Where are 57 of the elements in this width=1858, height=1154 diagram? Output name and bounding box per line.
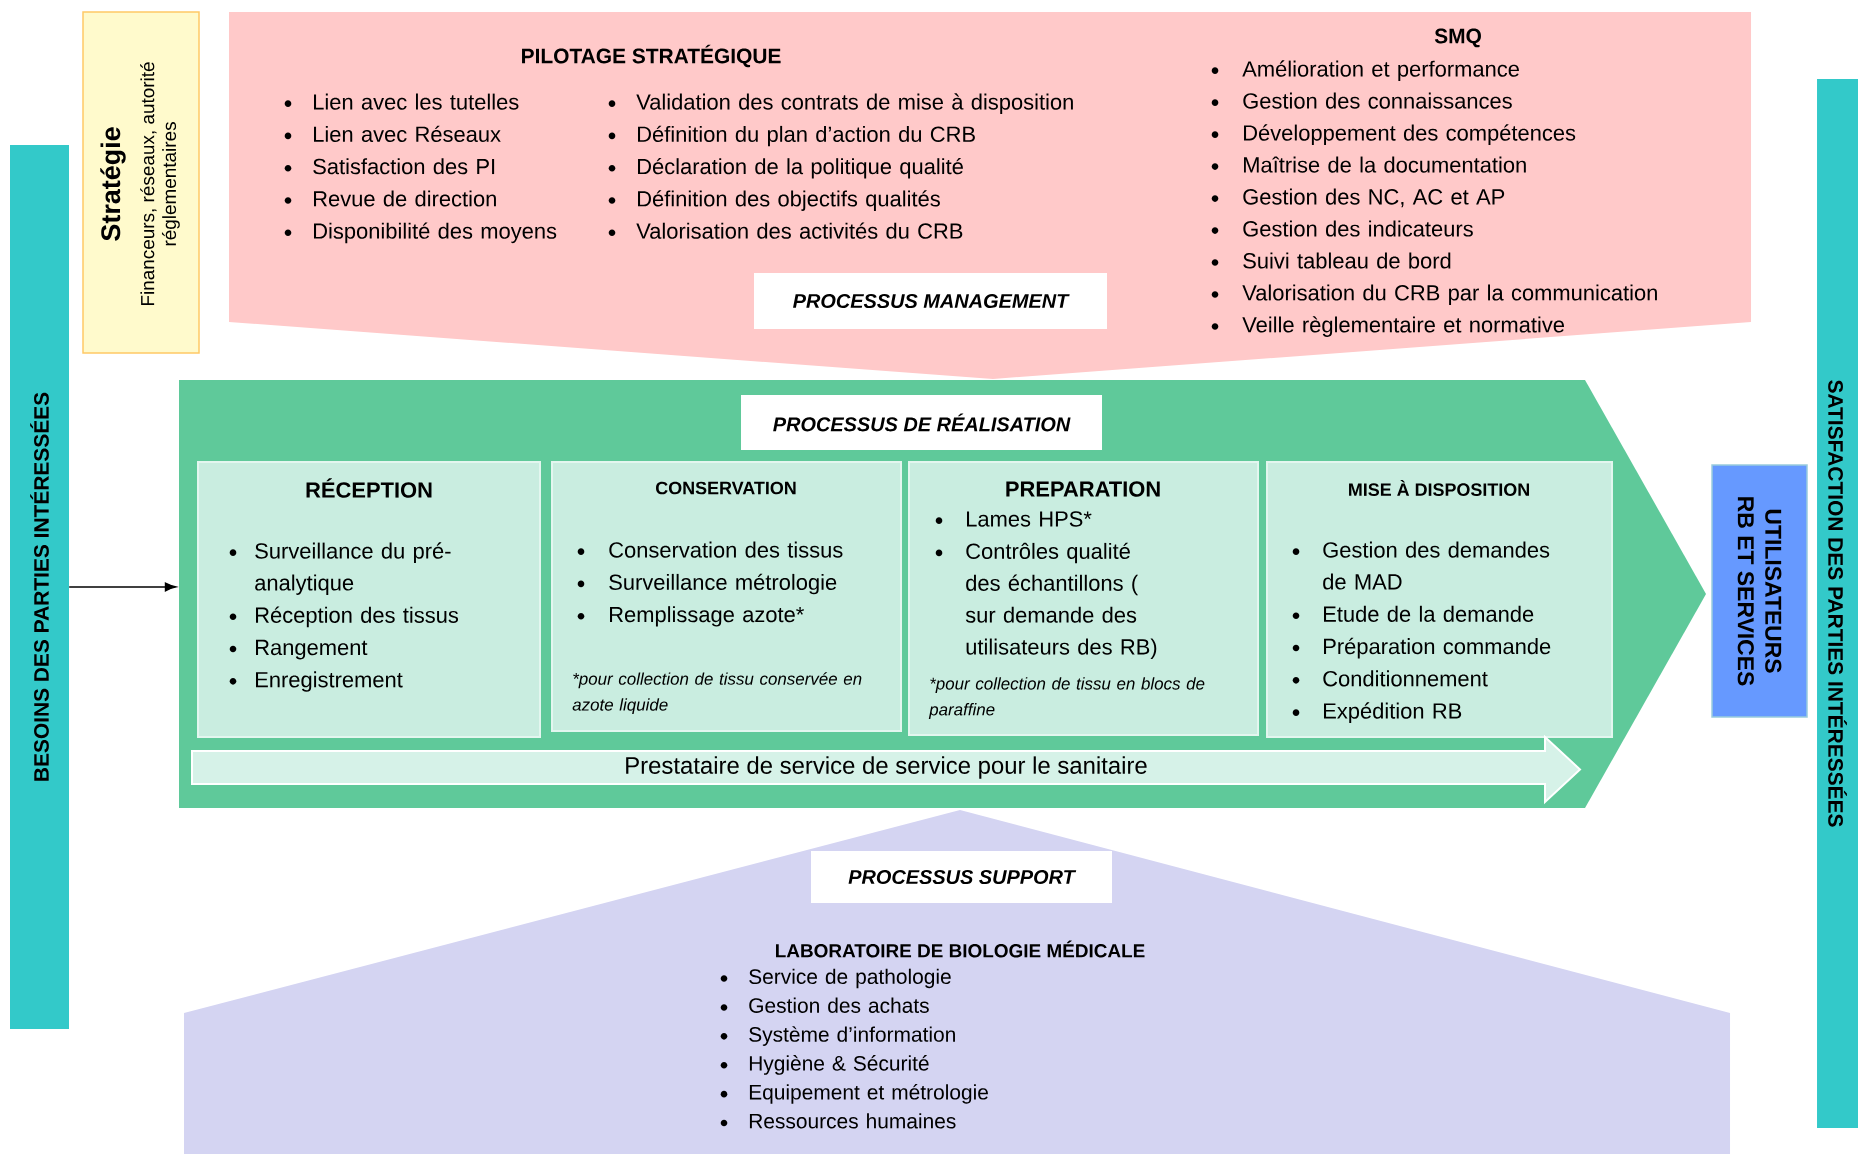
heading: PREPARATION <box>1006 481 1160 497</box>
list-item: Gestion des NC, AC et AP <box>1243 188 1505 208</box>
heading: CONSERVATION <box>656 481 796 495</box>
title-box: PROCESSUS MANAGEMENT <box>754 273 1107 329</box>
list-item: Amélioration et performance <box>1242 60 1519 82</box>
arrow <box>68 582 177 592</box>
list-item: Développement des compétences <box>1244 124 1576 145</box>
list-item: Valorisation du CRB par la communication <box>1242 284 1657 305</box>
subtitle: Financeurs, réseaux, autorité réglementaires <box>140 62 180 305</box>
list-item: Validation des contrats de mise à disposition <box>636 93 1073 115</box>
list-item: Expédition RB <box>1324 702 1462 724</box>
list-item: Système d’information <box>749 1026 955 1046</box>
list-item: Contrôles qualité des échantillons ( sur demande des utilisateurs des RB) <box>965 542 1157 659</box>
list-item: Ressources humaines <box>749 1113 956 1129</box>
list-item: Maîtrise de la documentation <box>1244 156 1526 173</box>
heading: LABORATOIRE DE BIOLOGIE MÉDICALE <box>776 940 1145 958</box>
list-item: Définition des objectifs qualités <box>638 190 940 211</box>
list-item: Enregistrement <box>256 671 403 692</box>
title-box: PROCESSUS DE RÉALISATION <box>741 395 1102 450</box>
list-item: Remplissage azote* <box>610 606 804 627</box>
users-box: UTILISATEURS RB ET SERVICES <box>1711 464 1808 718</box>
side-bar: SATISFACTION DES PARTIES INTÉRESSÉES <box>1817 79 1858 1128</box>
list-item: Disponibilité des moyens <box>314 222 557 244</box>
list-item: Service de pathologie <box>749 968 951 989</box>
heading: MISE À DISPOSITION <box>1349 479 1529 496</box>
title-box: PROCESSUS SUPPORT <box>811 851 1112 903</box>
list-item: Définition du plan d’action du CRB <box>638 125 975 147</box>
footnote: *pour collection de tissu en blocs de paraffine <box>928 677 1205 719</box>
list-item: Revue de direction <box>314 190 496 207</box>
list-item: Satisfaction des PI <box>313 158 495 175</box>
list-item: Préparation commande <box>1324 637 1551 659</box>
list-item: Lames HPS* <box>967 511 1092 527</box>
list-item: Conservation des tissus <box>609 541 843 558</box>
heading: PILOTAGE STRATÉGIQUE <box>522 44 781 68</box>
list-item: Conditionnement <box>1323 670 1488 687</box>
list-item: Gestion des connaissances <box>1243 92 1512 109</box>
footnote: *pour collection de tissu conservée en azote liquide <box>572 672 862 715</box>
heading: SMQ <box>1434 28 1481 48</box>
list-item: Lien avec Réseaux <box>314 125 501 142</box>
list-item: Gestion des demandes de MAD <box>1323 541 1550 590</box>
list-item: Déclaration de la politique qualité <box>638 157 963 179</box>
list-item: Suivi tableau de bord <box>1243 252 1451 269</box>
side-bar: BESOINS DES PARTIES INTÉRESSÉES <box>10 145 69 1029</box>
heading: Stratégie <box>100 127 126 241</box>
list-item: Rangement <box>256 639 368 660</box>
list-item: Hygiène & Sécurité <box>749 1055 929 1075</box>
list-item: Lien avec les tutelles <box>314 93 519 110</box>
list-item: Valorisation des activités du CRB <box>636 222 963 239</box>
list-item: Etude de la demande <box>1324 605 1534 622</box>
list-item: Gestion des indicateurs <box>1243 220 1473 237</box>
list-item: Surveillance du pré-analytique <box>255 542 451 595</box>
list-item: Surveillance métrologie <box>609 573 837 595</box>
list-item: Gestion des achats <box>749 997 929 1013</box>
heading: RÉCEPTION <box>306 478 432 498</box>
list-item: Réception des tissus <box>256 606 459 628</box>
list-item: Veille règlementaire et normative <box>1242 316 1564 337</box>
list-item: Equipement et métrologie <box>749 1084 988 1104</box>
